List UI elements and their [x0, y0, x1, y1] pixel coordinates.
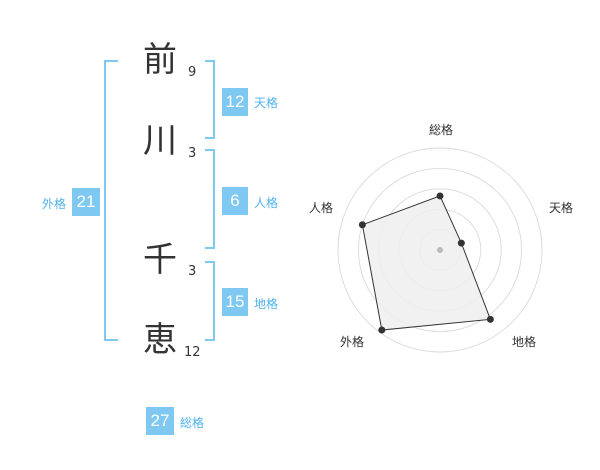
radar-point-1	[436, 192, 444, 200]
chikaku-label: 地格	[254, 297, 279, 311]
radar-value-polygon	[361, 195, 492, 331]
name-char-3: 千	[143, 240, 177, 280]
tenkaku-label: 天格	[254, 96, 279, 110]
radar-label-soukaku: 総格	[429, 123, 454, 137]
tenkaku-bracket	[205, 60, 215, 139]
radar-grid-ring	[357, 167, 523, 333]
radar-point-2	[457, 239, 465, 247]
chikaku-bracket	[205, 261, 215, 341]
tenkaku-badge: 12	[222, 88, 248, 116]
chikaku-badge: 15	[222, 288, 248, 316]
radar-point-5	[358, 221, 366, 229]
name-char-2: 川	[143, 121, 177, 161]
radar-label-jinkaku: 人格	[309, 201, 334, 215]
name-char-4: 恵	[143, 320, 177, 360]
jinkaku-bracket	[205, 149, 215, 249]
radar-label-tenkaku: 天格	[549, 201, 574, 215]
jinkaku-badge: 6	[222, 187, 248, 215]
radar-chart	[337, 147, 543, 353]
soukaku-badge: 27	[146, 407, 174, 435]
radar-point-4	[378, 326, 386, 334]
name-char-3-strokes: 3	[188, 264, 197, 279]
radar-center-dot	[437, 247, 443, 253]
gaikaku-badge: 21	[72, 188, 100, 216]
radar-point-3	[486, 315, 494, 323]
gaikaku-label: 外格	[42, 197, 67, 211]
name-char-2-strokes: 3	[188, 146, 197, 161]
radar-label-gaikaku: 外格	[340, 335, 365, 349]
jinkaku-label: 人格	[254, 196, 279, 210]
radar-grid-ring	[337, 147, 543, 353]
name-char-1: 前	[143, 40, 177, 80]
name-char-1-strokes: 9	[188, 65, 197, 80]
soukaku-label: 総格	[180, 416, 205, 430]
name-char-4-strokes: 12	[184, 345, 201, 360]
gaikaku-bracket	[104, 60, 118, 341]
radar-label-chikaku: 地格	[512, 335, 537, 349]
